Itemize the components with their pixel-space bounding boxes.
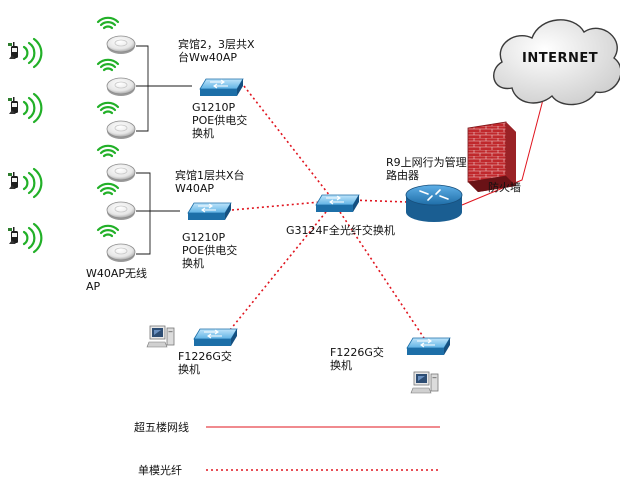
fiber-links — [206, 85, 440, 471]
ap-wires — [136, 45, 192, 255]
internet-cloud-icon — [493, 19, 620, 106]
switch-g1210p-top — [199, 78, 244, 97]
switch-g1210p-mid — [187, 202, 232, 221]
wireless-ap-icon-5 — [96, 182, 136, 221]
wireless-ap-icon-2 — [96, 58, 136, 97]
cat5e-links — [206, 91, 546, 428]
label-g1210p-mid: G1210P POE供电交 换机 — [182, 231, 238, 270]
label-f1226g-right: F1226G交 换机 — [330, 346, 384, 372]
fiber-right-f1226g — [339, 211, 425, 339]
desktop-pc-icon-left — [146, 325, 175, 348]
fiber-left-f1226g — [229, 211, 327, 331]
label-w40ap: W40AP无线 AP — [86, 267, 148, 293]
mobile-phone-icon-2 — [8, 92, 43, 124]
label-internet: INTERNET — [522, 51, 599, 66]
label-g1210p-top: G1210P POE供电交 换机 — [192, 101, 248, 140]
link-router-firewall-cloud — [461, 91, 546, 206]
label-hotel-floor2-3: 宾馆2，3层共X 台Ww40AP — [178, 38, 255, 64]
wireless-ap-icon-4 — [96, 144, 136, 183]
mobile-phone-icon-3 — [8, 167, 43, 199]
desktop-pc-icon-right — [410, 371, 439, 394]
label-firewall: 防火墙 — [488, 181, 521, 194]
fiber-mid-switch — [231, 201, 321, 211]
switch-f1226g-right — [406, 337, 451, 356]
wire-bracket-top — [136, 45, 149, 132]
legend-label-cat5e: 超五楼网线 — [134, 421, 189, 434]
label-g3124f: G3124F全光纤交换机 — [286, 224, 395, 237]
legend-label-singlemode: 单模光纤 — [138, 464, 182, 477]
firewall-icon — [467, 121, 516, 192]
label-r9-router: R9上网行为管理 路由器 — [386, 156, 467, 182]
label-hotel-floor1: 宾馆1层共X台 W40AP — [175, 169, 245, 195]
mobile-phone-icon-4 — [8, 222, 43, 254]
fiber-top-switch — [243, 85, 331, 197]
switch-f1226g-left — [193, 328, 238, 347]
wireless-ap-icon-1 — [96, 16, 136, 55]
wire-bracket-mid — [136, 172, 151, 255]
switch-g3124f-core — [315, 194, 360, 213]
mobile-phone-icon-1 — [8, 37, 43, 69]
label-f1226g-left: F1226G交 换机 — [178, 350, 232, 376]
router-icon — [405, 184, 463, 222]
wireless-ap-icon-6 — [96, 224, 136, 263]
wireless-ap-icon-3 — [96, 101, 136, 140]
